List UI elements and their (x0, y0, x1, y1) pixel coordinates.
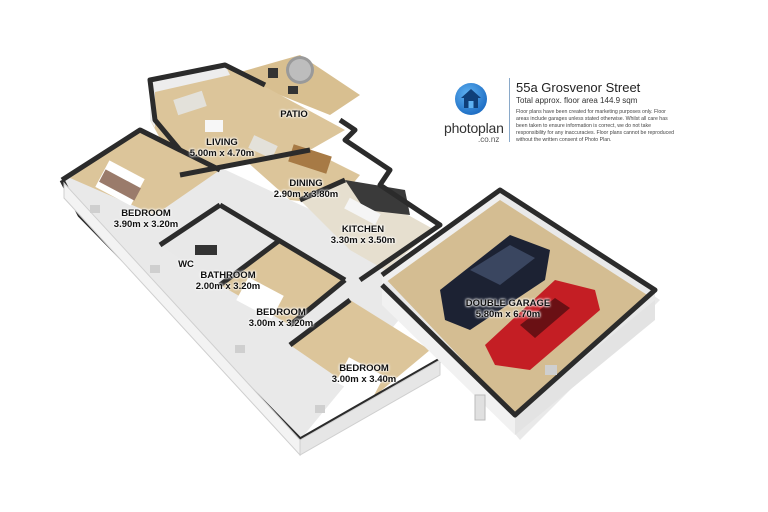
label-patio: PATIO (280, 109, 308, 120)
garage (380, 187, 658, 435)
car-red-convertible (485, 280, 600, 370)
patio-area (230, 55, 360, 115)
label-garage: DOUBLE GARAGE 5.80m x 6.70m (466, 298, 550, 320)
label-bedroom-3: BEDROOM 3.00m x 3.40m (332, 363, 396, 385)
label-bedroom-2: BEDROOM 3.00m x 3.20m (249, 307, 313, 329)
wc-name: WC (178, 259, 194, 270)
brand-name: photoplan (444, 120, 504, 136)
listing-address: 55a Grosvenor Street (516, 80, 641, 95)
car-dark-suv (440, 235, 550, 330)
bedroom-1-size: 3.90m x 3.20m (113, 219, 179, 230)
label-bathroom: BATHROOM 2.00m x 3.20m (196, 270, 260, 292)
dining-name: DINING (289, 178, 323, 189)
label-bedroom-1: BEDROOM 3.90m x 3.20m (114, 208, 178, 230)
kitchen-name: KITCHEN (341, 224, 385, 235)
bedroom-2-name: BEDROOM (256, 307, 306, 318)
kitchen-size: 3.30m x 3.50m (330, 235, 396, 246)
label-dining: DINING 2.90m x 3.80m (274, 178, 338, 200)
bedroom-3-floor (290, 300, 430, 401)
bedroom-2-size: 3.00m x 3.20m (248, 318, 314, 329)
patio-name: PATIO (280, 109, 308, 120)
label-wc: WC (178, 259, 194, 270)
brand-domain: .co.nz (478, 135, 500, 144)
bathroom-size: 2.00m x 3.20m (195, 281, 261, 292)
garage-name: DOUBLE GARAGE (465, 298, 551, 309)
house-icon (455, 83, 487, 115)
living-size: 5.00m x 4.70m (189, 148, 255, 159)
label-living: LIVING 5.00m x 4.70m (190, 137, 254, 159)
dining-size: 2.90m x 3.80m (273, 189, 339, 200)
bedroom-3-size: 3.00m x 3.40m (331, 374, 397, 385)
bedroom-3-name: BEDROOM (339, 363, 389, 374)
kitchen-floor (300, 180, 435, 270)
bedroom-1-name: BEDROOM (121, 208, 171, 219)
brand-divider (509, 78, 510, 142)
brand-logo: photoplan .co.nz (438, 80, 508, 150)
garage-size: 5.80m x 6.70m (475, 309, 541, 320)
bathroom-name: BATHROOM (200, 270, 256, 281)
listing-info: 55a Grosvenor Street Total approx. floor… (516, 80, 676, 144)
listing-floor-area: Total approx. floor area 144.9 sqm (516, 96, 638, 105)
listing-disclaimer: Floor plans have been created for market… (516, 109, 675, 143)
label-kitchen: KITCHEN 3.30m x 3.50m (331, 224, 395, 246)
living-name: LIVING (206, 137, 238, 148)
outer-wall-faces (63, 181, 441, 457)
